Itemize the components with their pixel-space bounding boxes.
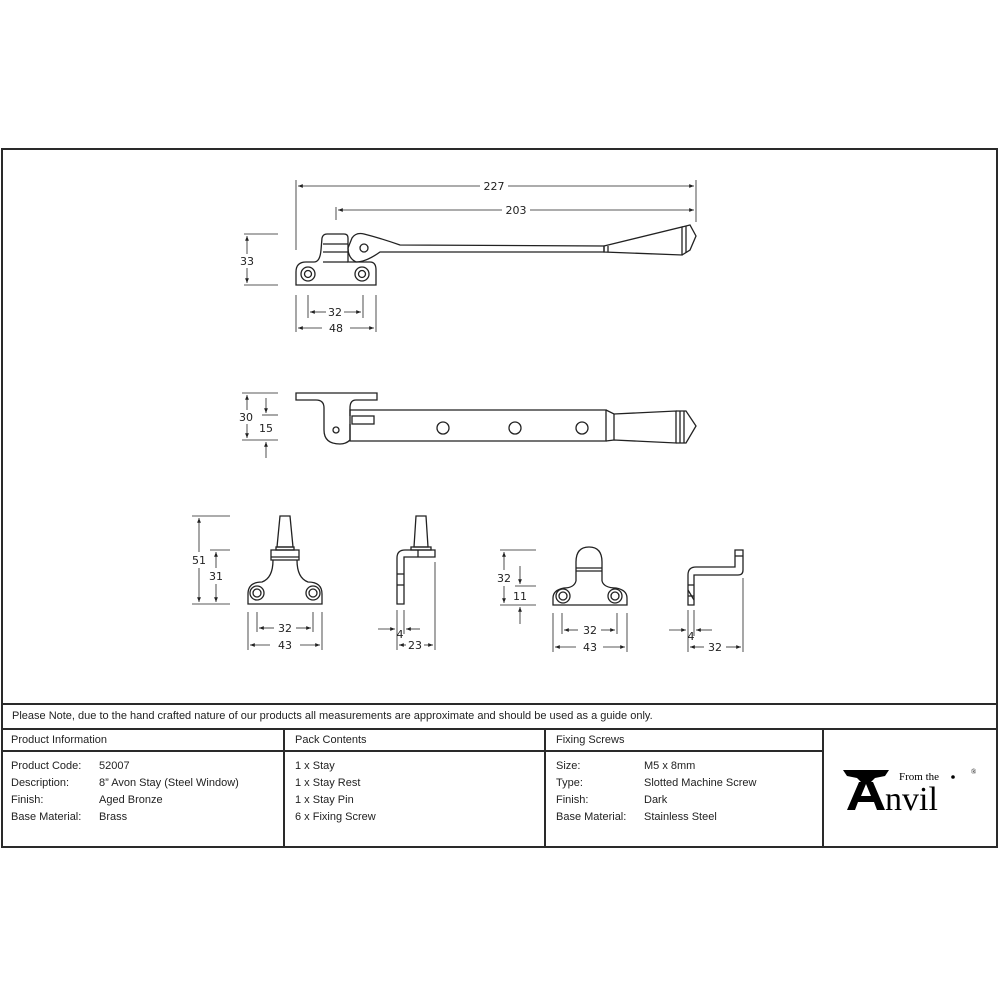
pack-contents-heading: Pack Contents (285, 730, 544, 752)
dim-side-overall-height: 30 (239, 411, 253, 424)
dim-rest-base-width: 43 (583, 641, 597, 654)
dim-base-width: 48 (329, 322, 343, 335)
base-material-row: Base Material:Brass (11, 809, 283, 826)
drawing-sheet-border (1, 148, 998, 848)
dim-rest-depth: 32 (708, 641, 722, 654)
dim-pin-base-width: 43 (278, 639, 292, 652)
fixing-screws-heading: Fixing Screws (546, 730, 822, 752)
description-value: 8” Avon Stay (Steel Window) (99, 777, 239, 789)
stay-rest-side-view (687, 549, 744, 606)
measurement-note: Please Note, due to the hand crafted nat… (1, 703, 998, 728)
stay-side-view (295, 392, 697, 445)
pack-item: 6 x Fixing Screw (295, 811, 376, 823)
dim-rest-base-height: 11 (513, 590, 527, 603)
product-code-row: Product Code:52007 (11, 758, 283, 775)
base-material-value: Brass (99, 811, 128, 823)
stay-top-view (295, 224, 697, 286)
dim-pin-thickness: 4 (397, 628, 404, 641)
fixing-screws-column: Fixing Screws Size:M5 x 8mm Type:Slotted… (546, 730, 824, 848)
dim-hole-spacing: 32 (328, 306, 342, 319)
dim-rest-hole-spacing: 32 (583, 624, 597, 637)
dim-pin-overall-height: 51 (192, 554, 206, 567)
dim-rest-thickness: 4 (688, 630, 695, 643)
pack-item: 1 x Stay Rest (295, 777, 361, 789)
dim-arm-length: 203 (506, 204, 527, 217)
product-code-value: 52007 (99, 760, 130, 772)
description-row: Description:8” Avon Stay (Steel Window) (11, 775, 283, 792)
info-table: Product Information Product Code:52007 D… (1, 728, 998, 848)
stay-rest-front-view (552, 546, 628, 606)
finish-value: Aged Bronze (99, 794, 163, 806)
logo-column: From the nvil ® (824, 730, 998, 848)
logo-tagline: From the (899, 771, 939, 783)
product-information-column: Product Information Product Code:52007 D… (1, 730, 285, 848)
pack-item: 1 x Stay Pin (295, 794, 354, 806)
dim-overall-length: 227 (484, 180, 505, 193)
dim-pin-base-height: 31 (209, 570, 223, 583)
pack-item: 1 x Stay (295, 760, 335, 772)
screw-material-row: Base Material:Stainless Steel (556, 811, 717, 823)
dim-rest-overall-height: 32 (497, 572, 511, 585)
screw-finish-row: Finish:Dark (556, 794, 668, 806)
anvil-logo: From the nvil ® (824, 730, 998, 848)
stay-pin-side-view (396, 515, 436, 605)
anvil-icon (843, 770, 889, 810)
dim-pin-hole-spacing: 32 (278, 622, 292, 635)
screw-size-row: Size:M5 x 8mm (556, 760, 696, 772)
product-information-heading: Product Information (1, 730, 283, 752)
dim-side-arm-height: 15 (259, 422, 273, 435)
stay-pin-front-view (247, 515, 323, 605)
screw-type-row: Type:Slotted Machine Screw (556, 777, 757, 789)
finish-row: Finish:Aged Bronze (11, 792, 283, 809)
logo-brand-rest: nvil (885, 781, 938, 814)
pack-contents-column: Pack Contents 1 x Stay 1 x Stay Rest 1 x… (285, 730, 546, 848)
dim-height: 33 (240, 255, 254, 268)
dim-pin-depth: 23 (408, 639, 422, 652)
logo-registered: ® (971, 768, 977, 776)
